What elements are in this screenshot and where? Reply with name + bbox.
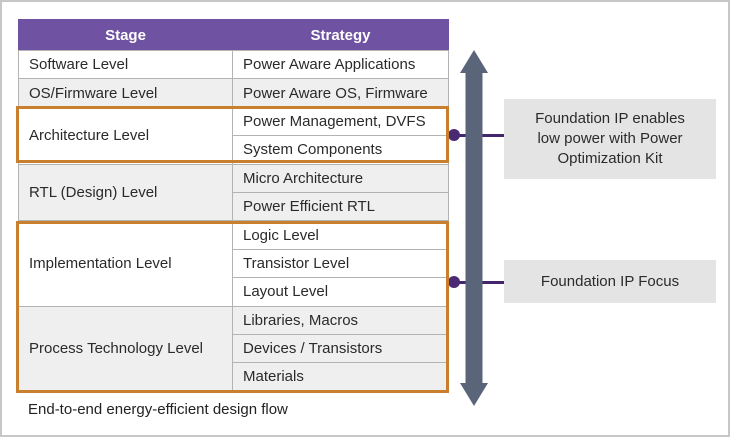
stage-cell-architecture-level: Architecture Level <box>18 106 233 165</box>
column-header-strategy: Strategy <box>232 19 449 51</box>
table-row: RTL (Design) Level Micro Architecture <box>18 163 449 222</box>
strategy-cell: Power Efficient RTL <box>232 191 449 222</box>
table-row: Software Level Power Aware Applications <box>18 49 449 80</box>
callout-line: Foundation IP enables <box>535 110 685 127</box>
table-row: Devices / Transistors <box>19 333 449 364</box>
callout-line: low power with Power <box>537 130 683 147</box>
strategy-cell: Devices / Transistors <box>232 333 449 364</box>
table-row: Layout Level <box>19 277 449 307</box>
stage-cell-process-technology-level: Process Technology Level <box>18 305 233 392</box>
strategy-cell: Libraries, Macros <box>232 305 449 335</box>
table-row: Materials <box>19 362 449 392</box>
strategy-cell: Logic Level <box>232 220 449 250</box>
column-header-stage: Stage <box>18 19 233 51</box>
strategy-cell: Power Aware OS, Firmware <box>232 78 449 108</box>
table-row: System Components <box>19 135 449 165</box>
table-row: Architecture Level Power Management, DVF… <box>18 106 449 165</box>
strategy-cell: Transistor Level <box>232 248 449 279</box>
table-row: Power Efficient RTL <box>19 191 449 222</box>
stage-cell-implementation-level: Implementation Level <box>18 220 233 307</box>
strategy-cell: Layout Level <box>232 277 449 307</box>
callout-line: Optimization Kit <box>557 150 663 167</box>
strategy-cell: Micro Architecture <box>232 163 449 193</box>
table-row: Implementation Level Logic Level <box>18 220 449 307</box>
connector-dot-implementation <box>448 276 460 288</box>
diagram-caption: End-to-end energy-efficient design flow <box>28 401 288 418</box>
callout-foundation-ip-focus: Foundation IP Focus <box>504 260 716 303</box>
table-header-row: Stage Strategy <box>18 19 449 51</box>
table-row: OS/Firmware Level Power Aware OS, Firmwa… <box>18 78 449 108</box>
vertical-flow-arrow-icon <box>460 50 488 406</box>
stage-cell-os-firmware-level: OS/Firmware Level <box>18 78 233 108</box>
strategy-cell: Materials <box>232 362 449 392</box>
callout-line: Foundation IP Focus <box>540 272 680 290</box>
strategy-cell: Power Aware Applications <box>232 49 449 80</box>
strategy-cell: System Components <box>232 135 449 165</box>
stage-cell-rtl-design-level: RTL (Design) Level <box>18 163 233 222</box>
stage-strategy-table: Stage Strategy Software Level Power Awar… <box>18 19 449 392</box>
connector-dot-architecture <box>448 129 460 141</box>
callout-power-optimization-kit: Foundation IP enables low power with Pow… <box>504 99 716 179</box>
strategy-cell: Power Management, DVFS <box>232 106 449 137</box>
table-row: Process Technology Level Libraries, Macr… <box>18 305 449 392</box>
stage-cell-software-level: Software Level <box>18 49 233 80</box>
